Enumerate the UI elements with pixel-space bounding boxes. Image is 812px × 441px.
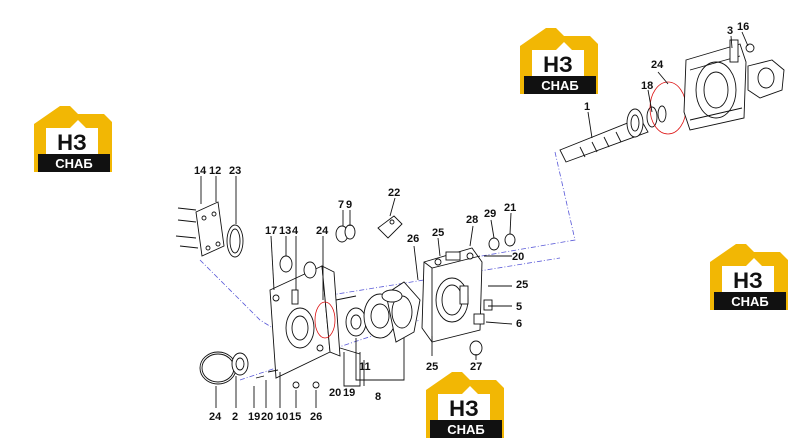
callout-24-mid: 24 [316, 225, 329, 237]
callout-24-top: 24 [651, 59, 664, 71]
callout-20-mid: 20 [329, 387, 341, 399]
callout-20-bottom: 20 [261, 411, 273, 423]
end-housing-part [649, 39, 785, 135]
callout-6: 6 [516, 318, 522, 330]
callout-16: 16 [737, 21, 749, 33]
callout-24-bottom: 24 [209, 411, 222, 423]
front-housing-part [269, 255, 341, 379]
callout-26-top: 26 [407, 233, 419, 245]
logo-caption: СНАБ [55, 156, 93, 171]
logo-letters: НЗ [449, 396, 479, 421]
callout-2: 2 [232, 411, 238, 423]
callout-11: 11 [359, 361, 371, 373]
cover-plate-part [175, 201, 244, 258]
callout-3: 3 [727, 25, 733, 37]
logo-caption: СНАБ [541, 78, 579, 93]
callout-12: 12 [209, 165, 221, 177]
callout-23: 23 [229, 165, 241, 177]
callout-20-right: 20 [512, 251, 524, 263]
callout-19-mid: 19 [343, 387, 355, 399]
watermark-logo-left: НЗ СНАБ [34, 106, 112, 172]
callout-28: 28 [466, 214, 478, 226]
callout-27: 27 [470, 361, 482, 373]
gear-part [231, 352, 249, 376]
callout-25-top: 25 [432, 227, 444, 239]
callout-10: 10 [276, 411, 288, 423]
callout-18: 18 [641, 80, 653, 92]
callout-26-bottom: 26 [310, 411, 322, 423]
logo-letters: НЗ [57, 130, 87, 155]
watermark-logo-right: НЗ СНАБ [710, 244, 788, 310]
watermark-logo-top: НЗ СНАБ [520, 28, 598, 94]
callout-8: 8 [375, 391, 381, 403]
oring-large-part [199, 351, 237, 385]
callout-4: 4 [292, 225, 299, 237]
callout-25-bottom: 25 [426, 361, 438, 373]
callout-29: 29 [484, 208, 496, 220]
shaft-part [559, 117, 649, 163]
bearing-part [626, 105, 667, 138]
callout-1: 1 [584, 101, 590, 113]
rear-housing-part [421, 233, 516, 356]
rotor-group-part [335, 215, 421, 355]
callout-9: 9 [346, 199, 352, 211]
callout-14: 14 [194, 165, 207, 177]
leader-lines [200, 31, 749, 408]
callout-22: 22 [388, 187, 400, 199]
callout-17: 17 [265, 225, 277, 237]
callout-13: 13 [279, 225, 291, 237]
callout-25-right: 25 [516, 279, 528, 291]
logo-caption: СНАБ [447, 422, 485, 437]
callout-21: 21 [504, 202, 516, 214]
logo-letters: НЗ [733, 268, 763, 293]
logo-caption: СНАБ [731, 294, 769, 309]
small-bolts-part [255, 369, 320, 389]
callout-5: 5 [516, 301, 522, 313]
callout-19-bottom: 19 [248, 411, 260, 423]
callout-7: 7 [338, 199, 344, 211]
callout-labels: 1 3 16 24 18 14 12 23 17 13 4 24 7 9 22 … [194, 21, 749, 423]
logo-letters: НЗ [543, 52, 573, 77]
callout-15: 15 [289, 411, 301, 423]
watermark-logo-bottom: НЗ СНАБ [426, 372, 504, 438]
